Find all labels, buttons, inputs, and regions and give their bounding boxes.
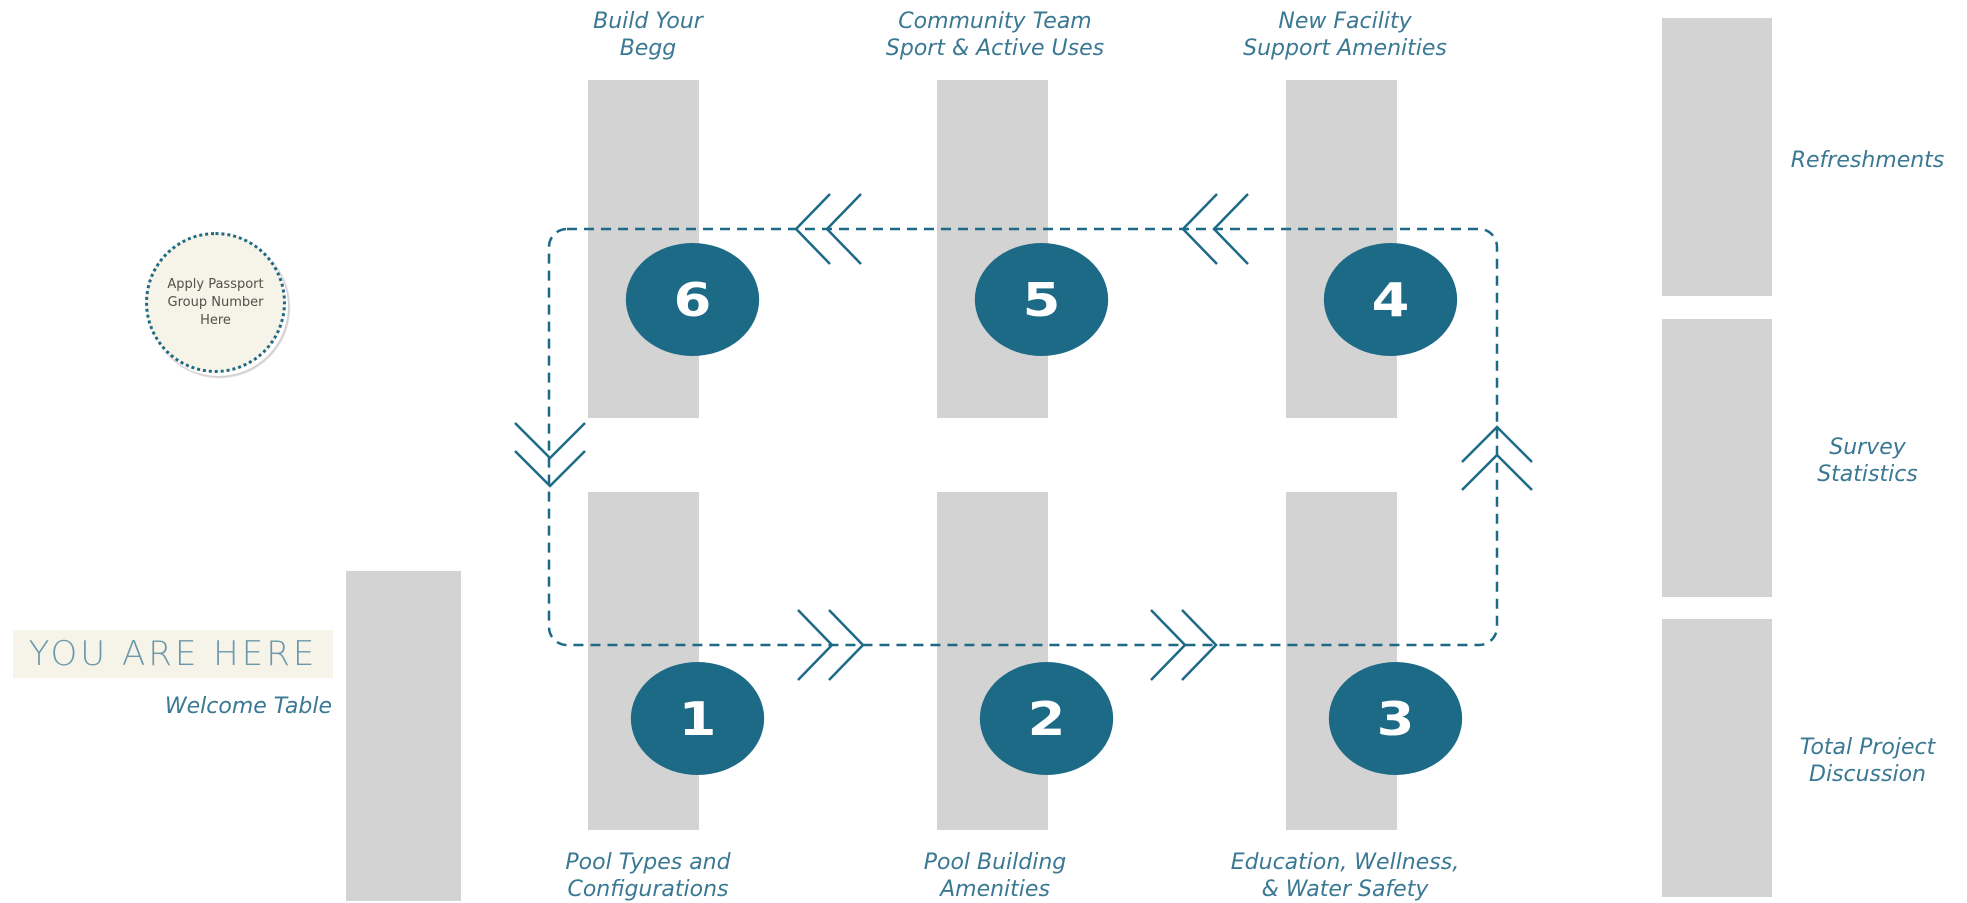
board-survey-statistics	[1662, 319, 1772, 597]
board-welcome-table	[346, 571, 461, 901]
survey-statistics-caption: Survey Statistics	[1817, 435, 1918, 487]
station-1-badge: 1	[630, 662, 765, 775]
station-6-caption: Build Your Begg	[593, 9, 703, 61]
board-station-1	[588, 492, 699, 830]
total-project-discussion-caption: Total Project Discussion	[1799, 735, 1936, 787]
chevron-up-icon	[1461, 425, 1533, 491]
station-4-badge: 4	[1323, 243, 1458, 356]
dashed-loop	[547, 227, 1499, 647]
chevron-left-icon	[1181, 193, 1249, 265]
station-5-badge: 5	[974, 243, 1109, 356]
chevron-right-icon	[1150, 609, 1218, 681]
you-are-here-marker: YOU ARE HERE	[13, 630, 333, 678]
station-5-caption: Community Team Sport & Active Uses	[885, 9, 1105, 61]
chevron-right-icon	[797, 609, 865, 681]
passport-stamp: Apply Passport Group Number Here	[145, 232, 286, 373]
station-3-badge: 3	[1328, 662, 1463, 775]
station-2-caption: Pool Building Amenities	[923, 850, 1067, 902]
refreshments-caption: Refreshments	[1790, 148, 1945, 173]
board-station-3	[1286, 492, 1397, 830]
station-4-caption: New Facility Support Amenities	[1243, 9, 1447, 61]
board-station-2	[937, 492, 1048, 830]
station-1-caption: Pool Types and Configurations	[565, 850, 731, 902]
welcome-table-caption: Welcome Table	[164, 694, 332, 719]
station-2-badge: 2	[979, 662, 1114, 775]
chevron-left-icon	[794, 193, 862, 265]
board-total-project-discussion	[1662, 619, 1772, 897]
chevron-down-icon	[514, 422, 586, 488]
station-6-badge: 6	[625, 243, 760, 356]
board-refreshments	[1662, 18, 1772, 296]
station-3-caption: Education, Wellness, & Water Safety	[1230, 850, 1460, 902]
